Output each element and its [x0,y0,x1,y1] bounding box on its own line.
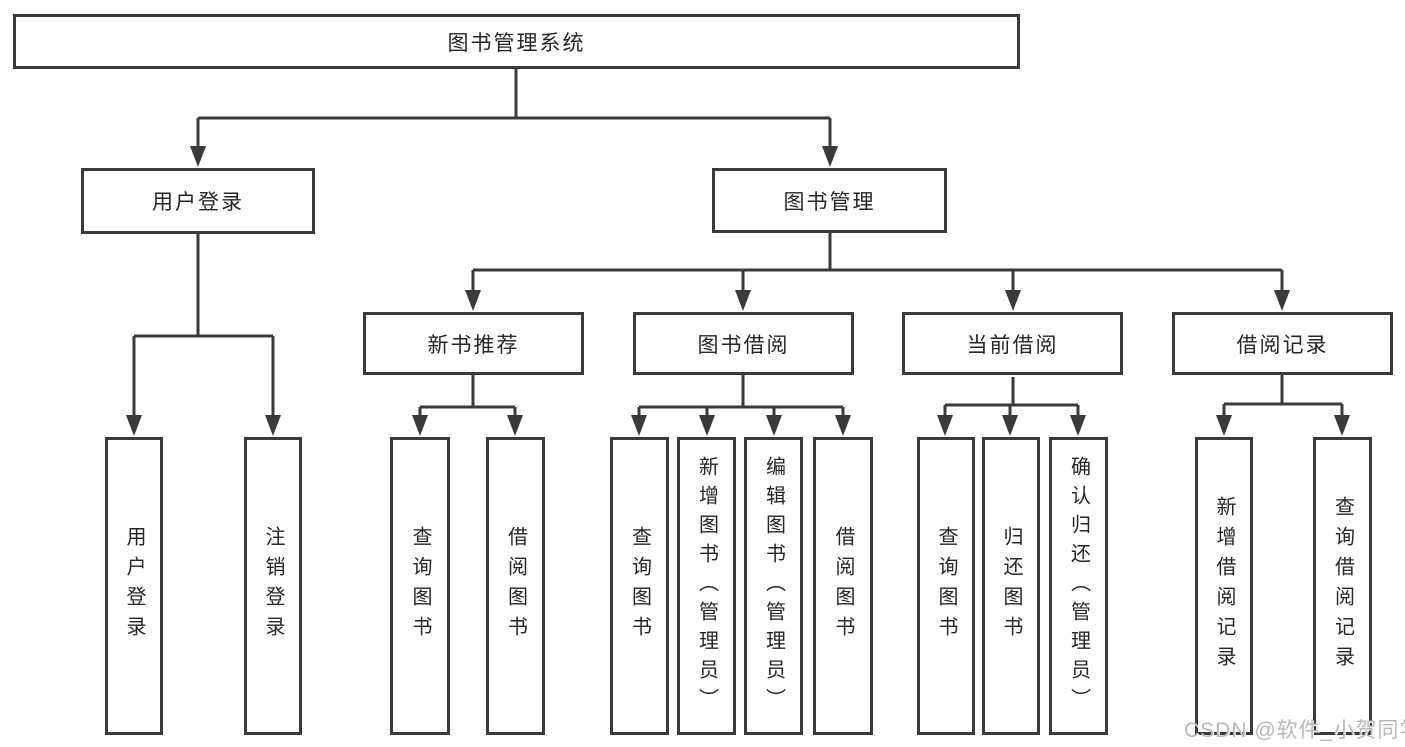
node-label: 查询图书 [935,526,957,646]
leaf-return-books: 归还图书 [982,437,1040,735]
node-label: 确认归还（管理员） [1067,455,1090,717]
leaf-borrow-books-recommend: 借阅图书 [486,437,545,735]
node-book-borrowing: 图书借阅 [633,312,854,375]
node-borrowing-records: 借阅记录 [1172,312,1393,375]
node-library-management-system: 图书管理系统 [13,14,1020,69]
leaf-logout: 注销登录 [244,437,302,735]
node-label: 编辑图书（管理员） [762,455,785,717]
node-label: 借阅图书 [832,526,854,646]
node-label: 新增借阅记录 [1213,496,1235,676]
leaf-user-login: 用户登录 [105,437,163,735]
leaf-confirm-return-admin: 确认归还（管理员） [1049,437,1108,735]
node-current-borrowing: 当前借阅 [902,312,1123,375]
leaf-query-books-current: 查询图书 [917,437,975,735]
node-label: 新书推荐 [427,333,520,357]
node-label: 注销登录 [262,526,284,646]
node-label: 图书管理系统 [447,31,586,55]
leaf-query-books-recommend: 查询图书 [390,437,450,735]
watermark: CSDN @软件_小贺同学 [1184,719,1405,742]
leaf-add-borrow-record: 新增借阅记录 [1195,437,1253,735]
node-label: 借阅图书 [504,526,527,646]
leaf-add-books-admin: 新增图书（管理员） [677,437,736,735]
node-label: 用户登录 [152,191,244,214]
node-new-book-recommend: 新书推荐 [363,312,584,375]
node-label: 借阅记录 [1236,333,1329,357]
leaf-borrow-books: 借阅图书 [813,437,873,735]
leaf-edit-books-admin: 编辑图书（管理员） [744,437,803,735]
node-label: 新增图书（管理员） [695,455,718,717]
arrowheads [126,146,1350,436]
connector-shafts [132,68,1344,419]
node-book-management: 图书管理 [712,168,947,233]
leaf-query-borrow-record: 查询借阅记录 [1313,437,1372,735]
node-label: 归还图书 [1000,526,1022,646]
node-label: 查询借阅记录 [1331,496,1354,676]
node-label: 图书管理 [783,190,876,214]
node-user-login: 用户登录 [81,168,315,234]
node-label: 当前借阅 [966,333,1059,357]
node-label: 图书借阅 [697,333,790,357]
leaf-query-books-borrowing: 查询图书 [610,437,669,735]
node-label: 查询图书 [409,526,431,646]
node-label: 用户登录 [123,526,145,646]
node-label: 查询图书 [628,526,651,646]
